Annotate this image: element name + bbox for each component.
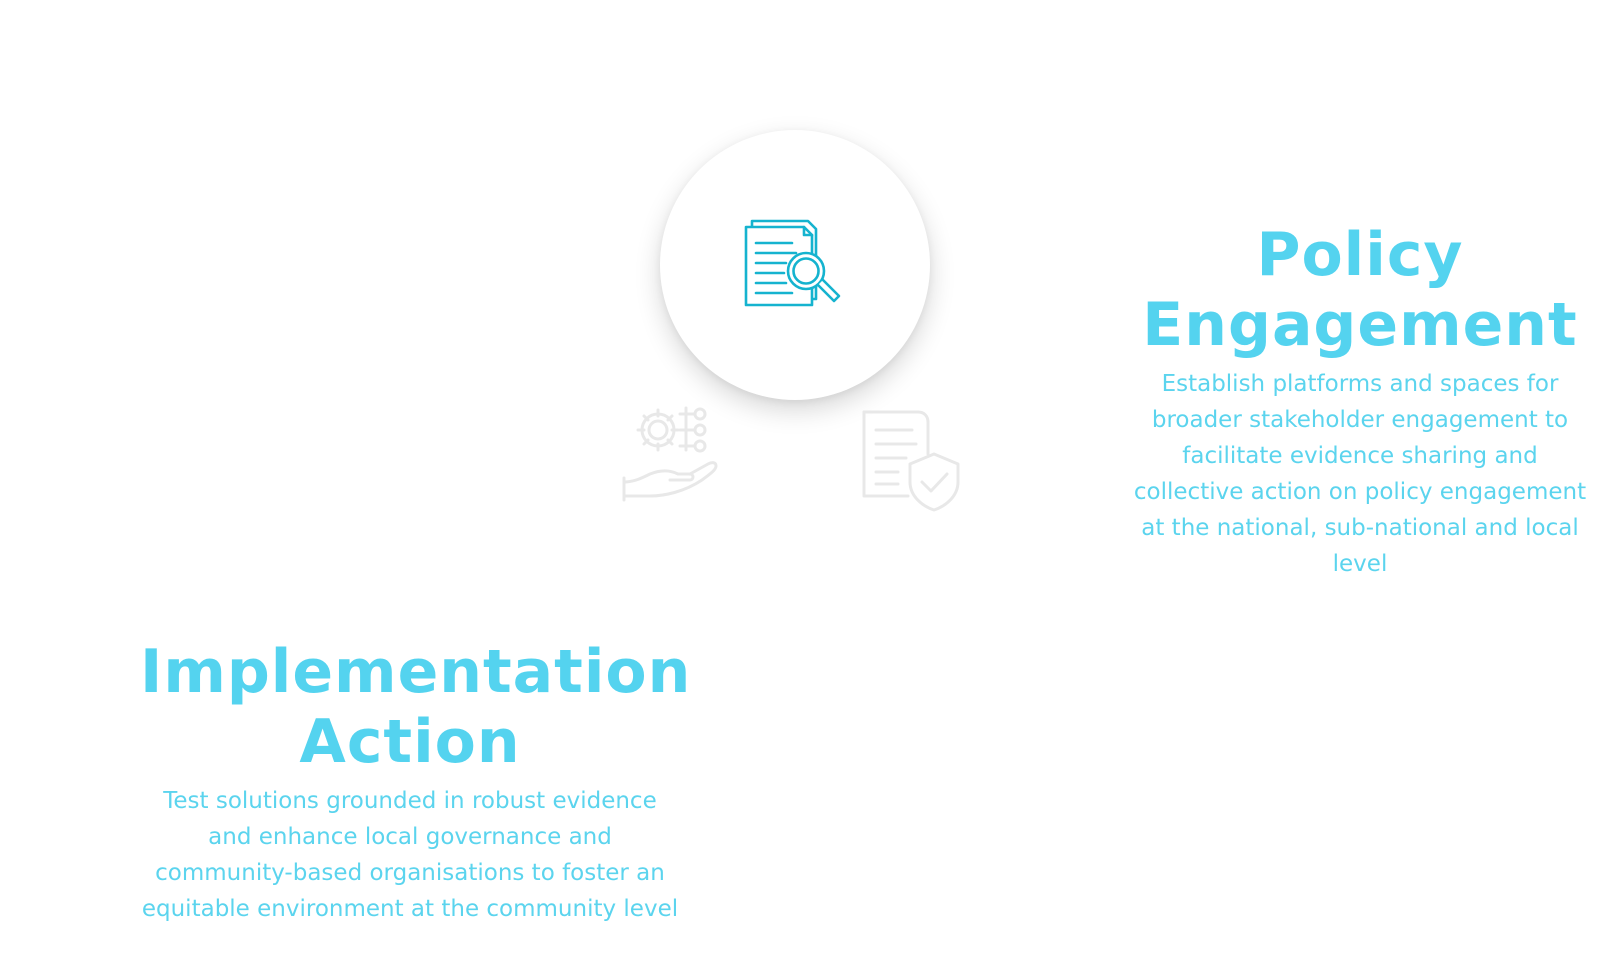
policy-engagement-section: Policy Engagement Establish platforms an… [1130,220,1590,582]
implementation-action-description: Test solutions grounded in robust eviden… [141,788,679,922]
featured-icon-circle[interactable] [660,130,930,400]
gear-hand-icon[interactable] [620,400,726,506]
policy-engagement-description: Establish platforms and spaces for broad… [1133,371,1587,577]
policy-engagement-title: Policy Engagement [1142,220,1578,360]
document-shield-icon[interactable] [858,408,964,514]
implementation-action-title: Implementation Action [140,637,692,777]
implementation-action-section: Implementation Action Test solutions gro… [140,637,692,927]
document-search-icon [742,215,848,315]
